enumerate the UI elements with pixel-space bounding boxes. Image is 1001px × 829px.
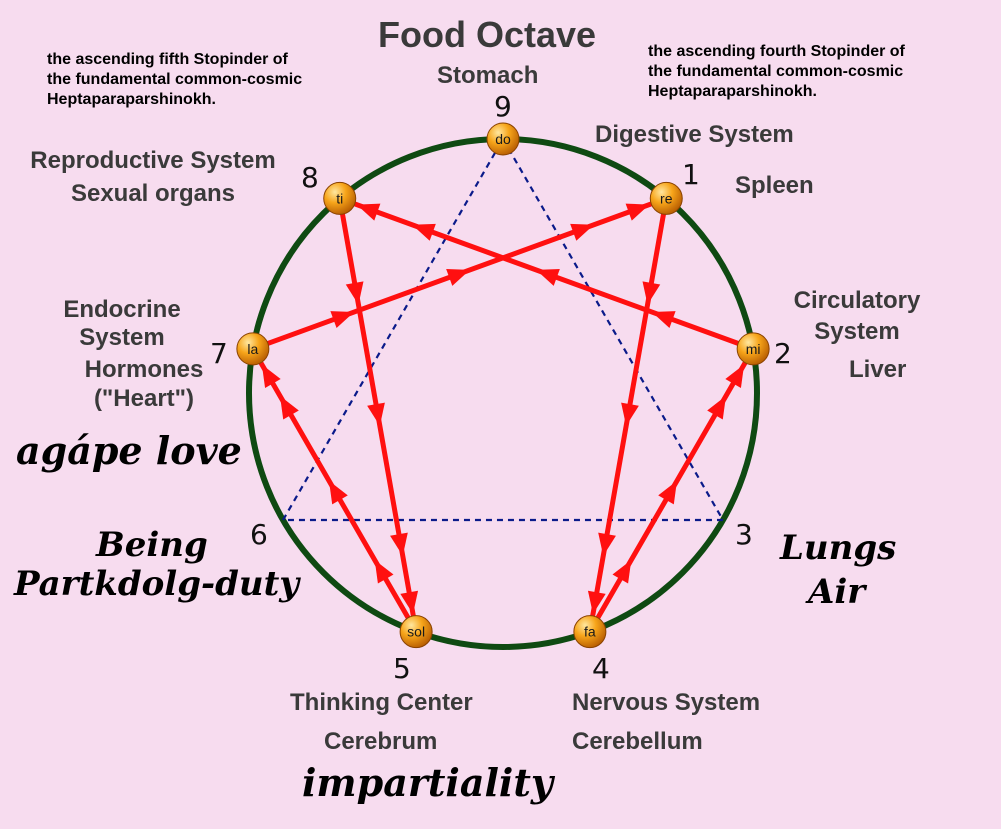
note-ball <box>399 615 433 649</box>
note-label: sol <box>407 624 425 640</box>
arrow-head-5-7-1 <box>328 480 348 505</box>
arrow-head-end-4-2 <box>725 364 745 389</box>
note-label: do <box>495 131 511 147</box>
arrow-head-8-5-1 <box>367 402 385 426</box>
note-line: the fundamental common-cosmic <box>648 63 904 80</box>
triangle-lines <box>282 138 724 522</box>
note-line: Heptaparaparshinokh. <box>648 83 817 100</box>
page-title: Food Octave <box>378 14 597 55</box>
arrow-head-7-1-2 <box>570 223 594 241</box>
organ-line: Hormones <box>84 356 204 383</box>
organ-line: System <box>79 324 165 351</box>
organ-line: Reproductive System <box>30 147 276 174</box>
arrow-head-8-5-0 <box>345 281 364 305</box>
organ-line: Circulatory <box>793 287 921 314</box>
organ-line: System <box>814 318 900 345</box>
note-node-do: do <box>486 122 520 156</box>
point-number-9: 9 <box>494 90 512 123</box>
organ-label-hormones: Hormones ("Heart") <box>52 355 236 413</box>
arrow-head-2-8-0 <box>651 311 676 329</box>
arrow-head-end-1-4 <box>587 590 606 614</box>
note-line: the ascending fourth Stopinder of <box>648 43 905 60</box>
quality-lungs: Lungs <box>780 528 897 568</box>
note-nodes: do re mi fa sol la ti <box>236 122 770 649</box>
note-ball <box>573 615 607 649</box>
point-number-5: 5 <box>393 652 411 685</box>
organ-line: ("Heart") <box>93 385 195 412</box>
point-number-4: 4 <box>592 652 610 685</box>
organ-label-endocrine: Endocrine System <box>42 296 202 352</box>
note-ball <box>486 122 520 156</box>
arrow-head-1-4-1 <box>621 402 639 426</box>
point-number-1: 1 <box>682 158 700 191</box>
note-node-ti: ti <box>323 181 357 215</box>
quality-being: Being <box>96 525 208 565</box>
organ-label-thinking: Thinking Center <box>290 689 473 716</box>
arrow-head-4-2-1 <box>658 480 678 505</box>
arrow-head-end-8-5 <box>400 590 419 614</box>
arrow-head-5-7-0 <box>374 559 394 584</box>
organ-label-cerebrum: Cerebrum <box>324 728 438 755</box>
organ-label-liver: Liver <box>849 356 907 383</box>
arrow-head-end-2-8 <box>356 203 381 221</box>
top-left-note: the ascending fifth Stopinder of the fun… <box>47 50 302 110</box>
triangle-line-9-3 <box>502 138 724 521</box>
note-label: mi <box>746 341 761 357</box>
arrow-head-2-8-2 <box>412 223 436 241</box>
enneagram-circle <box>246 136 760 650</box>
organ-line: Endocrine <box>63 296 181 323</box>
note-node-re: re <box>649 181 683 215</box>
note-ball <box>649 181 683 215</box>
note-node-la: la <box>236 332 270 366</box>
quality-agape-love: agápe love <box>16 428 242 473</box>
quality-air: Air <box>808 572 866 612</box>
arrow-head-end-7-1 <box>625 203 650 221</box>
note-label: ti <box>336 190 343 206</box>
note-label: la <box>247 341 258 357</box>
arrow-head-1-4-0 <box>642 281 661 305</box>
point-number-2: 2 <box>774 337 792 370</box>
organ-line: Sexual organs <box>70 180 236 207</box>
organ-label-nervous: Nervous System <box>572 689 761 716</box>
note-label: fa <box>584 624 596 640</box>
arrow-head-7-1-0 <box>330 311 355 329</box>
note-line: the ascending fifth Stopinder of <box>47 51 288 68</box>
arrow-head-1-4-2 <box>598 532 616 556</box>
organ-label-digestive: Digestive System <box>595 121 794 148</box>
note-node-sol: sol <box>399 615 433 649</box>
note-line: Heptaparaparshinokh. <box>47 91 216 108</box>
note-ball <box>323 181 357 215</box>
arrow-head-2-8-1 <box>536 268 560 286</box>
point-number-3: 3 <box>735 518 753 551</box>
organ-label-reproductive: Reproductive System Sexual organs <box>12 144 294 210</box>
point-number-6: 6 <box>250 518 268 551</box>
note-ball <box>236 332 270 366</box>
organ-label-spleen: Spleen <box>735 172 814 199</box>
triangle-line-6-9 <box>282 138 504 521</box>
note-line: the fundamental common-cosmic <box>47 71 303 88</box>
organ-label-stomach: Stomach <box>437 62 539 89</box>
organ-label-cerebellum: Cerebellum <box>572 728 703 755</box>
quality-partkdolg-duty: Partkdolg-duty <box>14 564 300 604</box>
top-right-note: the ascending fourth Stopinder of the fu… <box>648 42 905 102</box>
point-number-8: 8 <box>301 161 319 194</box>
note-label: re <box>660 190 673 206</box>
note-ball <box>736 332 770 366</box>
point-number-7: 7 <box>210 337 228 370</box>
arrow-head-4-2-0 <box>612 559 632 584</box>
organ-label-circulatory: Circulatory System <box>776 285 938 347</box>
note-node-mi: mi <box>736 332 770 366</box>
arrow-head-4-2-2 <box>707 395 726 420</box>
arrow-head-5-7-2 <box>280 395 299 420</box>
arrow-head-7-1-1 <box>446 268 470 286</box>
hexad-arrows <box>250 195 756 635</box>
arrow-head-8-5-2 <box>390 532 408 556</box>
note-node-fa: fa <box>573 615 607 649</box>
quality-impartiality: impartiality <box>302 760 553 805</box>
arrow-head-end-5-7 <box>261 364 281 389</box>
